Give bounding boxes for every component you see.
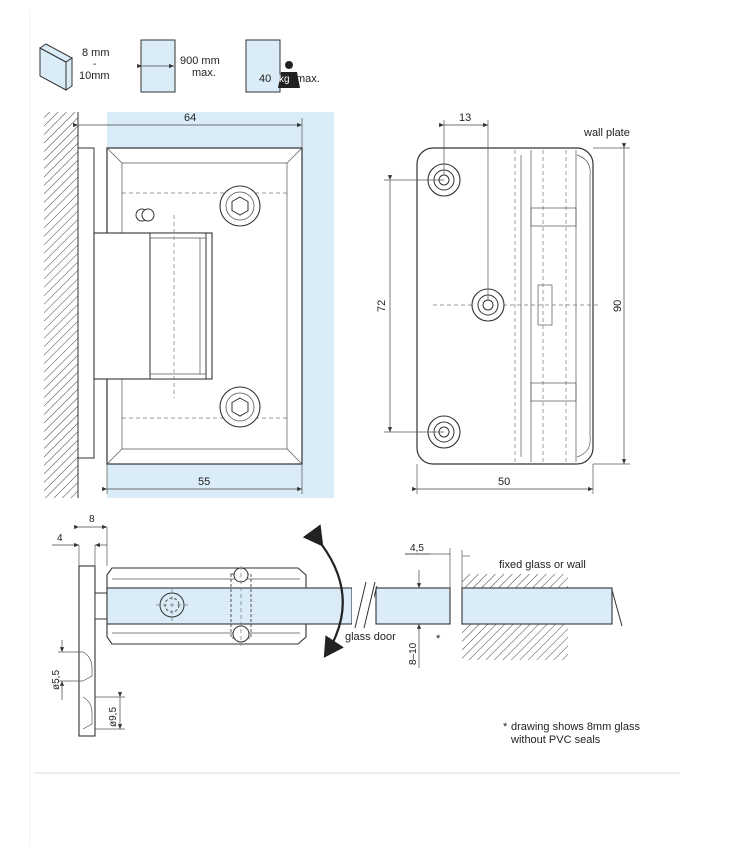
wall-plate — [416, 147, 594, 465]
footnote-line-2: without PVC seals — [510, 734, 601, 746]
screw-head-icon — [219, 386, 261, 428]
hinge-leaf — [149, 232, 207, 380]
clamp-top — [106, 567, 307, 589]
glass-door-section — [106, 587, 353, 625]
bolt-icon — [156, 589, 188, 621]
max-weight-suffix: max. — [296, 73, 320, 85]
thickness-min: 8 mm — [82, 47, 110, 59]
plate-profile — [78, 565, 96, 737]
small-hole-dimension: ø5,5 — [51, 670, 62, 690]
plate-thickness-dimension: 4 — [57, 533, 63, 544]
gap-dimension: 8–10 — [408, 642, 419, 665]
fixed-glass-section — [461, 587, 613, 625]
wall-plate-edge — [77, 147, 95, 459]
door-weight-spec: 40 kg max. — [245, 39, 320, 93]
wall-plate-view: 13 wall plate 72 90 50 — [376, 112, 630, 494]
fixed-wall-hatch — [462, 574, 568, 588]
footnote-asterisk: * — [503, 721, 508, 733]
offset-dimension: 8 — [89, 514, 95, 525]
hole-offset-dimension: 13 — [459, 112, 471, 124]
hinge-front-view: 64 55 — [44, 112, 334, 498]
thickness-dash: - — [93, 59, 96, 70]
max-width-value: 900 mm — [180, 55, 220, 67]
max-weight-unit: kg — [279, 74, 290, 85]
front-body-width-dimension: 55 — [198, 476, 210, 488]
hole-spacing-dimension: 72 — [376, 300, 388, 312]
fixed-wall-hatch — [462, 624, 568, 660]
glass-thickness-spec: 8 mm - 10mm — [39, 43, 110, 91]
front-width-dimension: 64 — [184, 112, 196, 124]
adjust-screw-icon — [135, 208, 155, 222]
wall-hatch — [44, 112, 78, 498]
wall-plate-label: wall plate — [583, 127, 630, 139]
fixed-glass-label: fixed glass or wall — [499, 559, 586, 571]
weight-icon — [278, 61, 300, 88]
plate-width-dimension: 50 — [498, 476, 510, 488]
max-weight-value: 40 — [259, 73, 271, 85]
door-width-spec: 900 mm max. — [137, 39, 220, 93]
screw-head-icon — [219, 185, 261, 227]
max-width-suffix: max. — [192, 67, 216, 79]
footnote: * drawing shows 8mm glass without PVC se… — [503, 721, 640, 746]
plate-height-dimension: 90 — [612, 300, 624, 312]
thickness-max: 10mm — [79, 70, 110, 82]
bolt-icon — [230, 566, 252, 646]
large-hole-dimension: ø9,5 — [108, 707, 119, 727]
door-weight-icon — [245, 39, 281, 93]
clamp-bottom — [106, 623, 307, 645]
hinge-side-view: 4 8 glass door — [51, 514, 623, 737]
gap-asterisk: * — [436, 633, 441, 645]
glass-edge-dimension: 4,5 — [410, 543, 424, 554]
footnote-line-1: drawing shows 8mm glass — [511, 721, 640, 733]
glass-edge-icon — [39, 43, 73, 91]
glass-door-label: glass door — [345, 631, 396, 643]
door-swing-arrow-icon — [302, 524, 344, 658]
